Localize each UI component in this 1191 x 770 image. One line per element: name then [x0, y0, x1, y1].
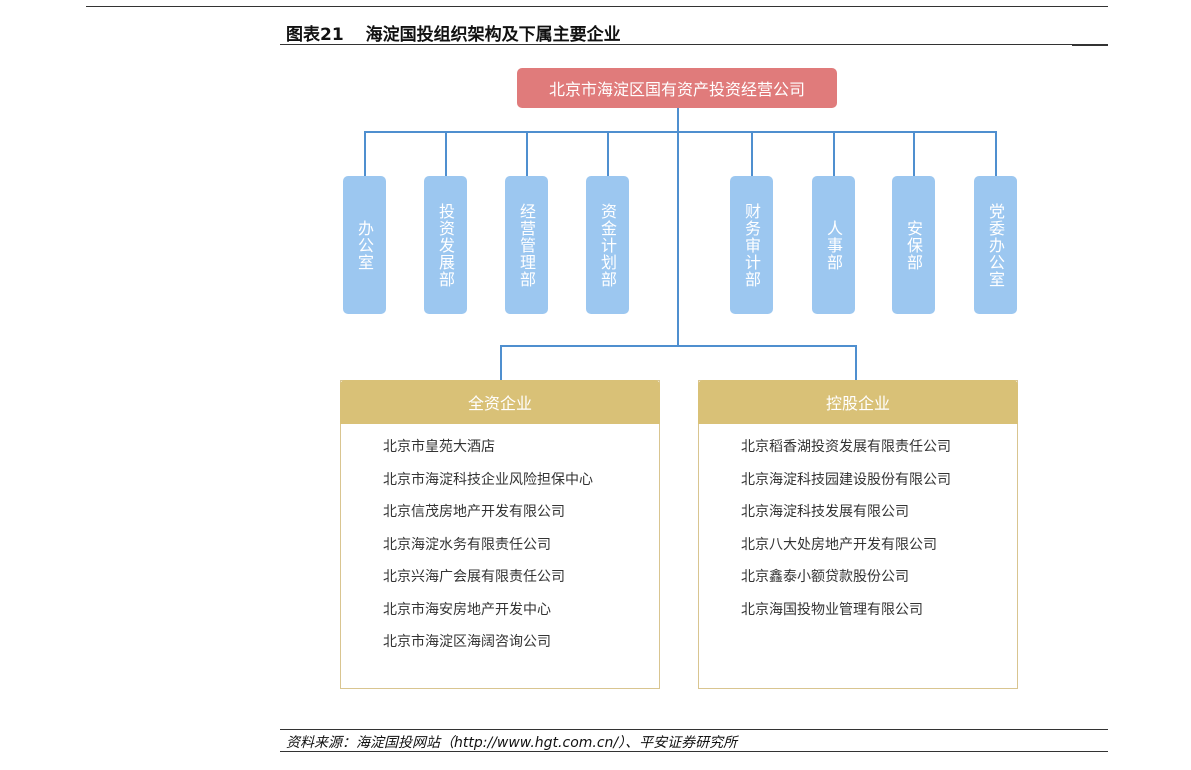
root-node: 北京市海淀区国有资产投资经营公司 [517, 68, 837, 108]
connector-dept-7 [995, 131, 997, 176]
dept-label: 办公室 [355, 219, 374, 271]
title-underline [280, 44, 1108, 45]
connector-dept-3 [607, 131, 609, 176]
connector-dept-2 [526, 131, 528, 176]
source-note: 资料来源：海淀国投网站（http://www.hgt.com.cn/）、平安证券… [286, 735, 738, 751]
dept-node-5: 人事部 [812, 176, 855, 314]
dept-label: 投资发展部 [436, 202, 455, 288]
list-item: 北京海淀科技园建设股份有限公司 [741, 471, 951, 488]
list-item: 北京八大处房地产开发有限公司 [741, 536, 937, 553]
group-controlled: 控股企业 北京稻香湖投资发展有限责任公司 北京海淀科技园建设股份有限公司 北京海… [698, 380, 1018, 689]
dept-label: 经营管理部 [517, 202, 536, 288]
list-item: 北京信茂房地产开发有限公司 [383, 504, 565, 520]
list-item: 北京海国投物业管理有限公司 [741, 601, 923, 618]
group-header: 全资企业 [340, 380, 660, 424]
list-item: 北京兴海广会展有限责任公司 [383, 569, 565, 585]
list-item: 北京海淀科技发展有限公司 [741, 504, 909, 520]
connector-group-0 [500, 345, 502, 381]
dept-label: 财务审计部 [742, 202, 761, 288]
figure-title: 图表21 海淀国投组织架构及下属主要企业 [286, 20, 621, 45]
title-underline-accent [1072, 44, 1108, 46]
root-node-label: 北京市海淀区国有资产投资经营公司 [548, 80, 805, 99]
source-top-rule [280, 729, 1108, 730]
connector-dept-0 [364, 131, 366, 176]
connector-group-1 [855, 345, 857, 381]
group-label: 全资企业 [467, 394, 532, 413]
group-label: 控股企业 [825, 394, 890, 413]
dept-label: 资金计划部 [598, 202, 617, 288]
list-item: 北京鑫泰小额贷款股份公司 [741, 569, 909, 585]
dept-node-1: 投资发展部 [424, 176, 467, 314]
dept-node-6: 安保部 [892, 176, 935, 314]
dept-label: 安保部 [904, 219, 923, 271]
list-item: 北京市海淀科技企业风险担保中心 [383, 471, 593, 488]
dept-node-4: 财务审计部 [730, 176, 773, 314]
connector-group-bus [500, 345, 857, 347]
connector-dept-bus [364, 131, 996, 133]
dept-node-3: 资金计划部 [586, 176, 629, 314]
list-item: 北京市海安房地产开发中心 [383, 601, 551, 618]
connector-dept-1 [445, 131, 447, 176]
connector-dept-4 [751, 131, 753, 176]
connector-trunk [677, 108, 679, 346]
dept-node-2: 经营管理部 [505, 176, 548, 314]
top-rule [86, 6, 1108, 7]
source-bottom-rule [280, 751, 1108, 752]
group-wholly-owned: 全资企业 北京市皇苑大酒店 北京市海淀科技企业风险担保中心 北京信茂房地产开发有… [340, 380, 660, 689]
dept-label: 党委办公室 [986, 202, 1005, 288]
company-list: 北京市皇苑大酒店 北京市海淀科技企业风险担保中心 北京信茂房地产开发有限公司 北… [383, 436, 593, 664]
group-header: 控股企业 [698, 380, 1018, 424]
list-item: 北京市皇苑大酒店 [383, 439, 495, 455]
company-list: 北京稻香湖投资发展有限责任公司 北京海淀科技园建设股份有限公司 北京海淀科技发展… [741, 436, 951, 631]
dept-node-7: 党委办公室 [974, 176, 1017, 314]
list-item: 北京稻香湖投资发展有限责任公司 [741, 439, 951, 455]
connector-dept-6 [913, 131, 915, 176]
dept-label: 人事部 [824, 219, 843, 271]
figure-caption: 海淀国投组织架构及下属主要企业 [365, 25, 621, 45]
dept-node-0: 办公室 [343, 176, 386, 314]
list-item: 北京海淀水务有限责任公司 [383, 536, 551, 553]
figure-number: 图表21 [286, 25, 344, 45]
connector-dept-5 [833, 131, 835, 176]
list-item: 北京市海淀区海阔咨询公司 [383, 634, 551, 650]
